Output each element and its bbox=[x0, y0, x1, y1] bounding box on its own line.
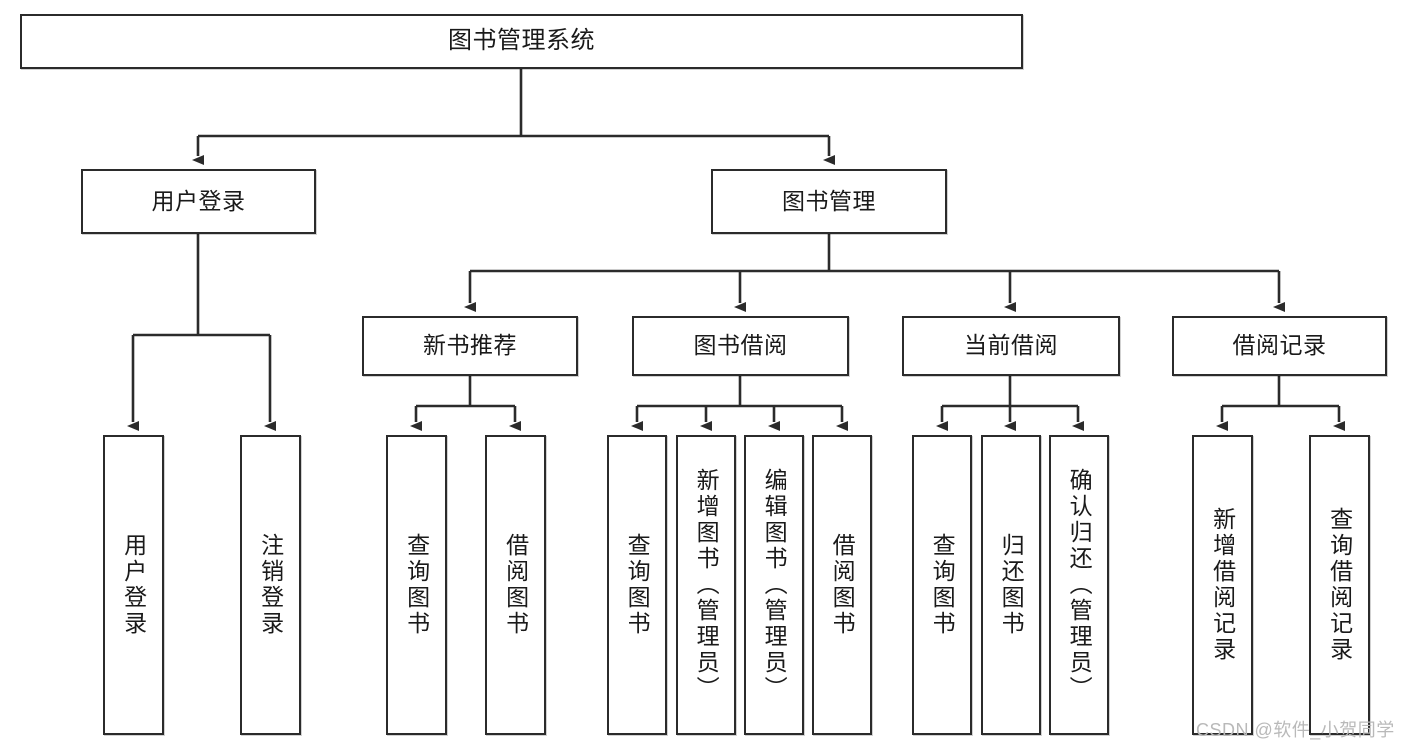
node-leaf-user-logout-label: 注销登录 bbox=[257, 533, 284, 637]
node-leaf-query-book-2[interactable]: 查询图书 bbox=[607, 435, 667, 735]
node-leaf-add-record[interactable]: 新增借阅记录 bbox=[1192, 435, 1253, 735]
node-leaf-query-record[interactable]: 查询借阅记录 bbox=[1309, 435, 1370, 735]
node-user-login-label: 用户登录 bbox=[151, 187, 246, 214]
node-leaf-edit-book[interactable]: 编辑图书（管理员） bbox=[744, 435, 804, 735]
node-current-borrow-label: 当前借阅 bbox=[964, 332, 1058, 359]
csdn-watermark: CSDN @软件_小贺同学 bbox=[1196, 720, 1395, 740]
node-leaf-user-login[interactable]: 用户登录 bbox=[103, 435, 164, 735]
node-borrow-record[interactable]: 借阅记录 bbox=[1172, 316, 1387, 376]
node-user-login[interactable]: 用户登录 bbox=[81, 169, 316, 234]
node-leaf-query-record-label: 查询借阅记录 bbox=[1326, 507, 1353, 663]
node-book-borrow[interactable]: 图书借阅 bbox=[632, 316, 849, 376]
node-book-manage-label: 图书管理 bbox=[782, 187, 876, 214]
node-leaf-query-book-2-label: 查询图书 bbox=[624, 533, 651, 637]
node-leaf-return-book[interactable]: 归还图书 bbox=[981, 435, 1041, 735]
node-leaf-add-book[interactable]: 新增图书（管理员） bbox=[676, 435, 736, 735]
node-leaf-query-book-3-label: 查询图书 bbox=[929, 533, 956, 637]
node-leaf-borrow-book-1-label: 借阅图书 bbox=[502, 533, 529, 637]
node-leaf-borrow-book-2-label: 借阅图书 bbox=[829, 533, 856, 637]
node-leaf-add-book-label: 新增图书（管理员） bbox=[693, 468, 720, 702]
node-leaf-query-book-1[interactable]: 查询图书 bbox=[386, 435, 447, 735]
node-root[interactable]: 图书管理系统 bbox=[20, 14, 1023, 69]
node-new-book-recommend[interactable]: 新书推荐 bbox=[362, 316, 578, 376]
node-leaf-user-login-label: 用户登录 bbox=[120, 533, 147, 637]
node-leaf-confirm-return[interactable]: 确认归还（管理员） bbox=[1049, 435, 1109, 735]
node-new-book-recommend-label: 新书推荐 bbox=[423, 332, 517, 359]
node-leaf-borrow-book-2[interactable]: 借阅图书 bbox=[812, 435, 872, 735]
node-book-borrow-label: 图书借阅 bbox=[693, 332, 788, 359]
node-leaf-user-logout[interactable]: 注销登录 bbox=[240, 435, 301, 735]
node-leaf-confirm-return-label: 确认归还（管理员） bbox=[1066, 468, 1093, 702]
node-leaf-query-book-1-label: 查询图书 bbox=[403, 533, 430, 637]
node-current-borrow[interactable]: 当前借阅 bbox=[902, 316, 1120, 376]
node-leaf-query-book-3[interactable]: 查询图书 bbox=[912, 435, 972, 735]
node-root-label: 图书管理系统 bbox=[448, 27, 595, 55]
node-leaf-borrow-book-1[interactable]: 借阅图书 bbox=[485, 435, 546, 735]
node-borrow-record-label: 借阅记录 bbox=[1232, 332, 1327, 359]
node-leaf-edit-book-label: 编辑图书（管理员） bbox=[761, 468, 788, 702]
node-leaf-add-record-label: 新增借阅记录 bbox=[1209, 507, 1236, 663]
node-book-manage[interactable]: 图书管理 bbox=[711, 169, 947, 234]
node-leaf-return-book-label: 归还图书 bbox=[998, 533, 1025, 637]
